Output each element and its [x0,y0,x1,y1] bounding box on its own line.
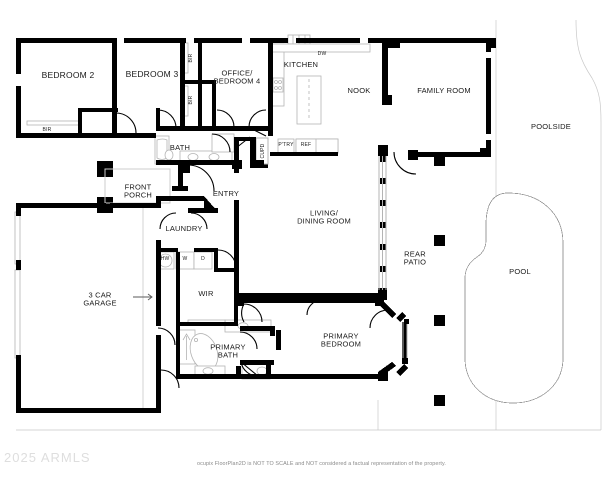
fixture-label-bir-bedroom-3: BIR [188,53,195,63]
fixture-label-dryer: D [201,256,205,263]
pool-outline [464,192,564,404]
disclaimer-text: ocupix FloorPlan2D is NOT TO SCALE and N… [0,461,615,467]
room-label-primary-bedroom: PRIMARY BEDROOM [320,331,362,349]
disclaimer-span: ocupix FloorPlan2D is NOT TO SCALE and N… [196,461,446,467]
room-label-bedroom-3: BEDROOM 3 [125,69,179,80]
fixture-label-pantry: P'TRY [278,142,294,149]
room-label-front-porch: FRONT PORCH [123,182,153,200]
room-label-living-dining: LIVING/ DINING ROOM [297,208,351,226]
fixture-label-bir-bedroom-2: BIR [42,127,52,134]
room-label-rear-patio: REAR PATIO [403,249,427,267]
room-label-bath: BATH [169,142,191,152]
room-label-office-bedroom-4: OFFICE/ BEDROOM 4 [213,68,261,86]
room-label-nook: NOOK [347,85,371,95]
room-label-laundry: LAUNDRY [165,223,203,233]
room-label-bedroom-2: BEDROOM 2 [41,70,95,81]
room-label-wir: WIR [198,288,214,298]
room-label-pool: POOL [509,266,531,276]
room-label-poolside: POOLSIDE [531,121,571,131]
walls-layer [16,38,496,413]
fixture-label-dishwasher: DW [317,51,327,58]
room-label-entry: ENTRY [212,188,240,198]
fixture-label-cupboard: CUPD [260,143,267,159]
door-swings [115,109,417,389]
room-label-kitchen: KITCHEN [283,59,319,69]
fixture-label-bir-bedroom-4: BIR [188,95,195,105]
room-label-family-room: FAMILY ROOM [417,85,471,95]
fixture-label-hot-water: HW [160,256,170,263]
mls-watermark: 2025 ARMLS [4,450,91,465]
fixture-label-washer: W [182,256,188,263]
room-label-garage: 3 CAR GARAGE [83,290,117,308]
room-label-primary-bath: PRIMARY BATH [210,342,246,360]
fixture-label-refrigerator: REF [300,142,312,149]
